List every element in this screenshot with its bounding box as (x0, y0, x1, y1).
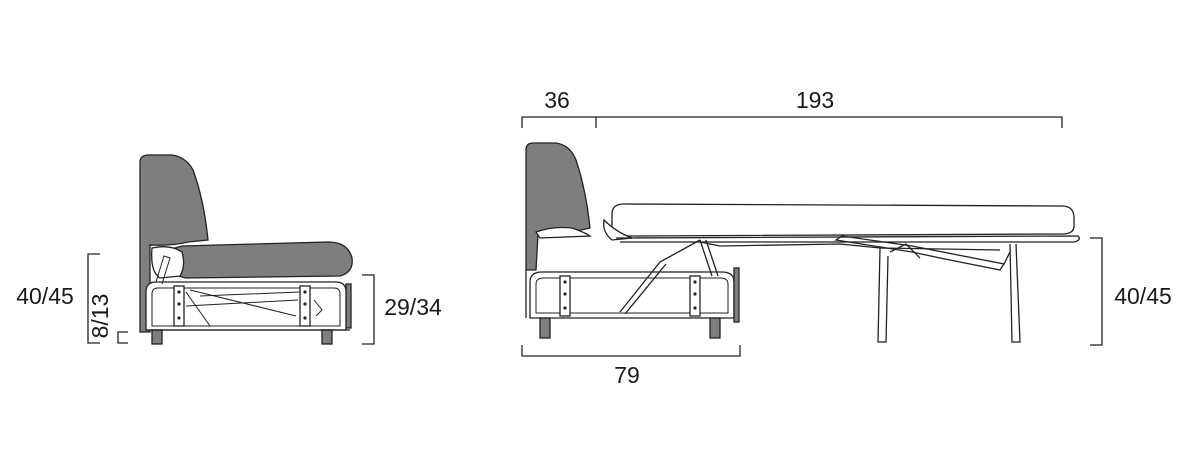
open-bed-leg-middle (877, 247, 889, 343)
open-leg-front (709, 317, 721, 339)
open-support-rail-lower (699, 241, 1001, 251)
open-mattress (611, 203, 1075, 237)
closed-front-strip (345, 283, 352, 329)
closed-leg-front (321, 329, 333, 345)
rivet (177, 302, 181, 306)
open-front-strip (733, 267, 740, 323)
closed-bracket-left (173, 285, 185, 327)
rivet (563, 280, 567, 284)
open-support-rail (615, 235, 1080, 243)
closed-base-frame (145, 281, 347, 331)
rivet (693, 292, 697, 296)
rivet (177, 316, 181, 320)
open-bracket-right (689, 275, 701, 317)
closed-frame-height-label: 29/34 (384, 294, 442, 320)
open-bracket-left (559, 275, 571, 317)
open-linkage-2 (699, 239, 719, 277)
rivet (303, 302, 307, 306)
closed-sofa-side-view (139, 154, 353, 345)
closed-seat-height-label: 40/45 (16, 283, 74, 309)
rivet (693, 280, 697, 284)
open-back-cushion-edge (535, 226, 593, 239)
bed-length-label: 193 (796, 87, 834, 113)
rivet (693, 306, 697, 310)
closed-backrest (139, 154, 209, 333)
open-seat-height-bracket (1090, 237, 1103, 346)
closed-leg-height-label: 8/13 (87, 294, 113, 339)
open-linkage-4 (889, 243, 921, 259)
rivet (303, 316, 307, 320)
open-bed-leg-brace (1003, 251, 1011, 265)
rivet (303, 290, 307, 294)
closed-linkage (185, 289, 323, 327)
rivet (177, 290, 181, 294)
open-linkage-1 (619, 239, 701, 315)
closed-back-roll (151, 246, 185, 279)
frame-height-bracket (362, 274, 375, 345)
base-depth-label: 79 (614, 362, 640, 388)
open-leg-rear (539, 317, 551, 339)
leg-height-bracket (117, 331, 128, 344)
open-bed-side-view (525, 142, 1080, 343)
open-bed-leg-foot (1009, 243, 1021, 343)
closed-seat-cushion (167, 241, 353, 279)
closed-back-arm (155, 255, 171, 285)
back-depth-bracket (521, 116, 597, 128)
back-depth-label: 36 (544, 87, 570, 113)
open-dimension-lines (521, 116, 1103, 357)
closed-dimension-lines (87, 253, 375, 345)
bed-length-bracket (596, 116, 1063, 128)
open-mattress-head (603, 218, 633, 241)
closed-bracket-right (299, 285, 311, 327)
open-base-inner (535, 277, 729, 314)
base-depth-bracket (521, 345, 741, 357)
seat-height-bracket (87, 253, 100, 344)
closed-base-inner (151, 287, 341, 327)
open-seat-height-label: 40/45 (1114, 283, 1172, 309)
closed-leg-rear (151, 329, 163, 345)
open-linkage-3 (834, 235, 1006, 271)
rivet (563, 292, 567, 296)
rivet (563, 306, 567, 310)
